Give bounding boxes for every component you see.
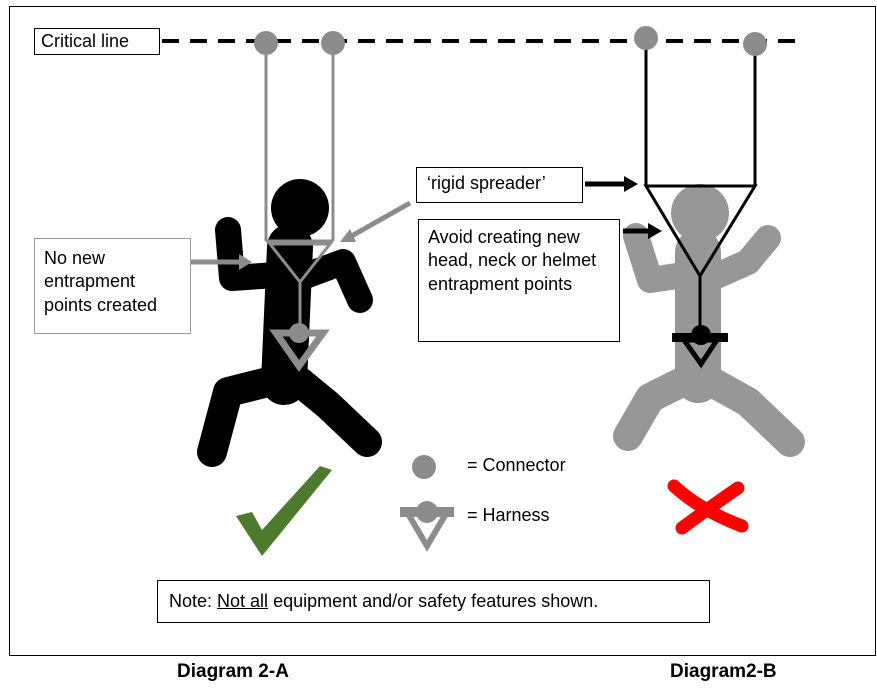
legend-harness-label: = Harness bbox=[467, 505, 550, 525]
figure-a-head bbox=[271, 179, 329, 237]
critical-line-text: Critical line bbox=[41, 31, 130, 51]
caption-diagram-2b: Diagram2-B bbox=[670, 661, 777, 682]
avoid-entrapment-label: Avoid creating new head, neck or helmet … bbox=[418, 219, 620, 342]
note-underlined: Not all bbox=[217, 591, 269, 611]
critical-line-label: Critical line bbox=[34, 28, 160, 55]
figure-a-left-leg bbox=[197, 367, 283, 467]
rigid-spreader-text: ‘rigid spreader’ bbox=[427, 173, 546, 193]
caption-diagram-2a: Diagram 2-A bbox=[177, 661, 289, 682]
figure-b-right-leg bbox=[697, 367, 805, 457]
avoid-entrapment-text: Avoid creating new head, neck or helmet … bbox=[428, 227, 597, 294]
figure-b-head bbox=[671, 184, 729, 242]
figure-b-left-arm bbox=[623, 223, 697, 293]
figure-a-left-arm bbox=[215, 217, 289, 291]
connector-a2 bbox=[321, 31, 345, 55]
no-new-entrapment-text: No new entrapment points created bbox=[44, 248, 158, 315]
figure-b bbox=[613, 184, 805, 457]
note-prefix: Note: bbox=[169, 591, 218, 611]
note-box: Note: Not all equipment and/or safety fe… bbox=[157, 580, 710, 623]
figure-a-right-arm bbox=[287, 249, 373, 313]
connector-a1 bbox=[254, 31, 278, 55]
annotation-arrows bbox=[190, 176, 662, 270]
no-new-entrapment-label: No new entrapment points created bbox=[34, 238, 191, 334]
figure-a bbox=[197, 179, 382, 467]
legend-connector-icon bbox=[412, 455, 436, 479]
spreader-triangle-a bbox=[266, 242, 334, 285]
legend-harness-icon bbox=[400, 501, 454, 552]
legend-connector-label: = Connector bbox=[467, 455, 566, 475]
spreader-triangle-b bbox=[643, 184, 758, 279]
rigging-b bbox=[643, 40, 758, 369]
rigid-spreader-label: ‘rigid spreader’ bbox=[416, 167, 583, 203]
figure-b-left-leg bbox=[613, 367, 697, 451]
figure-b-right-arm bbox=[699, 225, 781, 291]
rigging-a bbox=[264, 43, 335, 373]
diagram-frame bbox=[9, 6, 876, 656]
cross-mark-icon bbox=[667, 479, 749, 535]
figure-a-right-leg bbox=[285, 367, 382, 457]
connector-b2 bbox=[743, 32, 767, 56]
connector-b1 bbox=[634, 26, 658, 50]
check-mark-icon bbox=[236, 466, 332, 556]
note-rest: equipment and/or safety features shown. bbox=[268, 591, 599, 611]
